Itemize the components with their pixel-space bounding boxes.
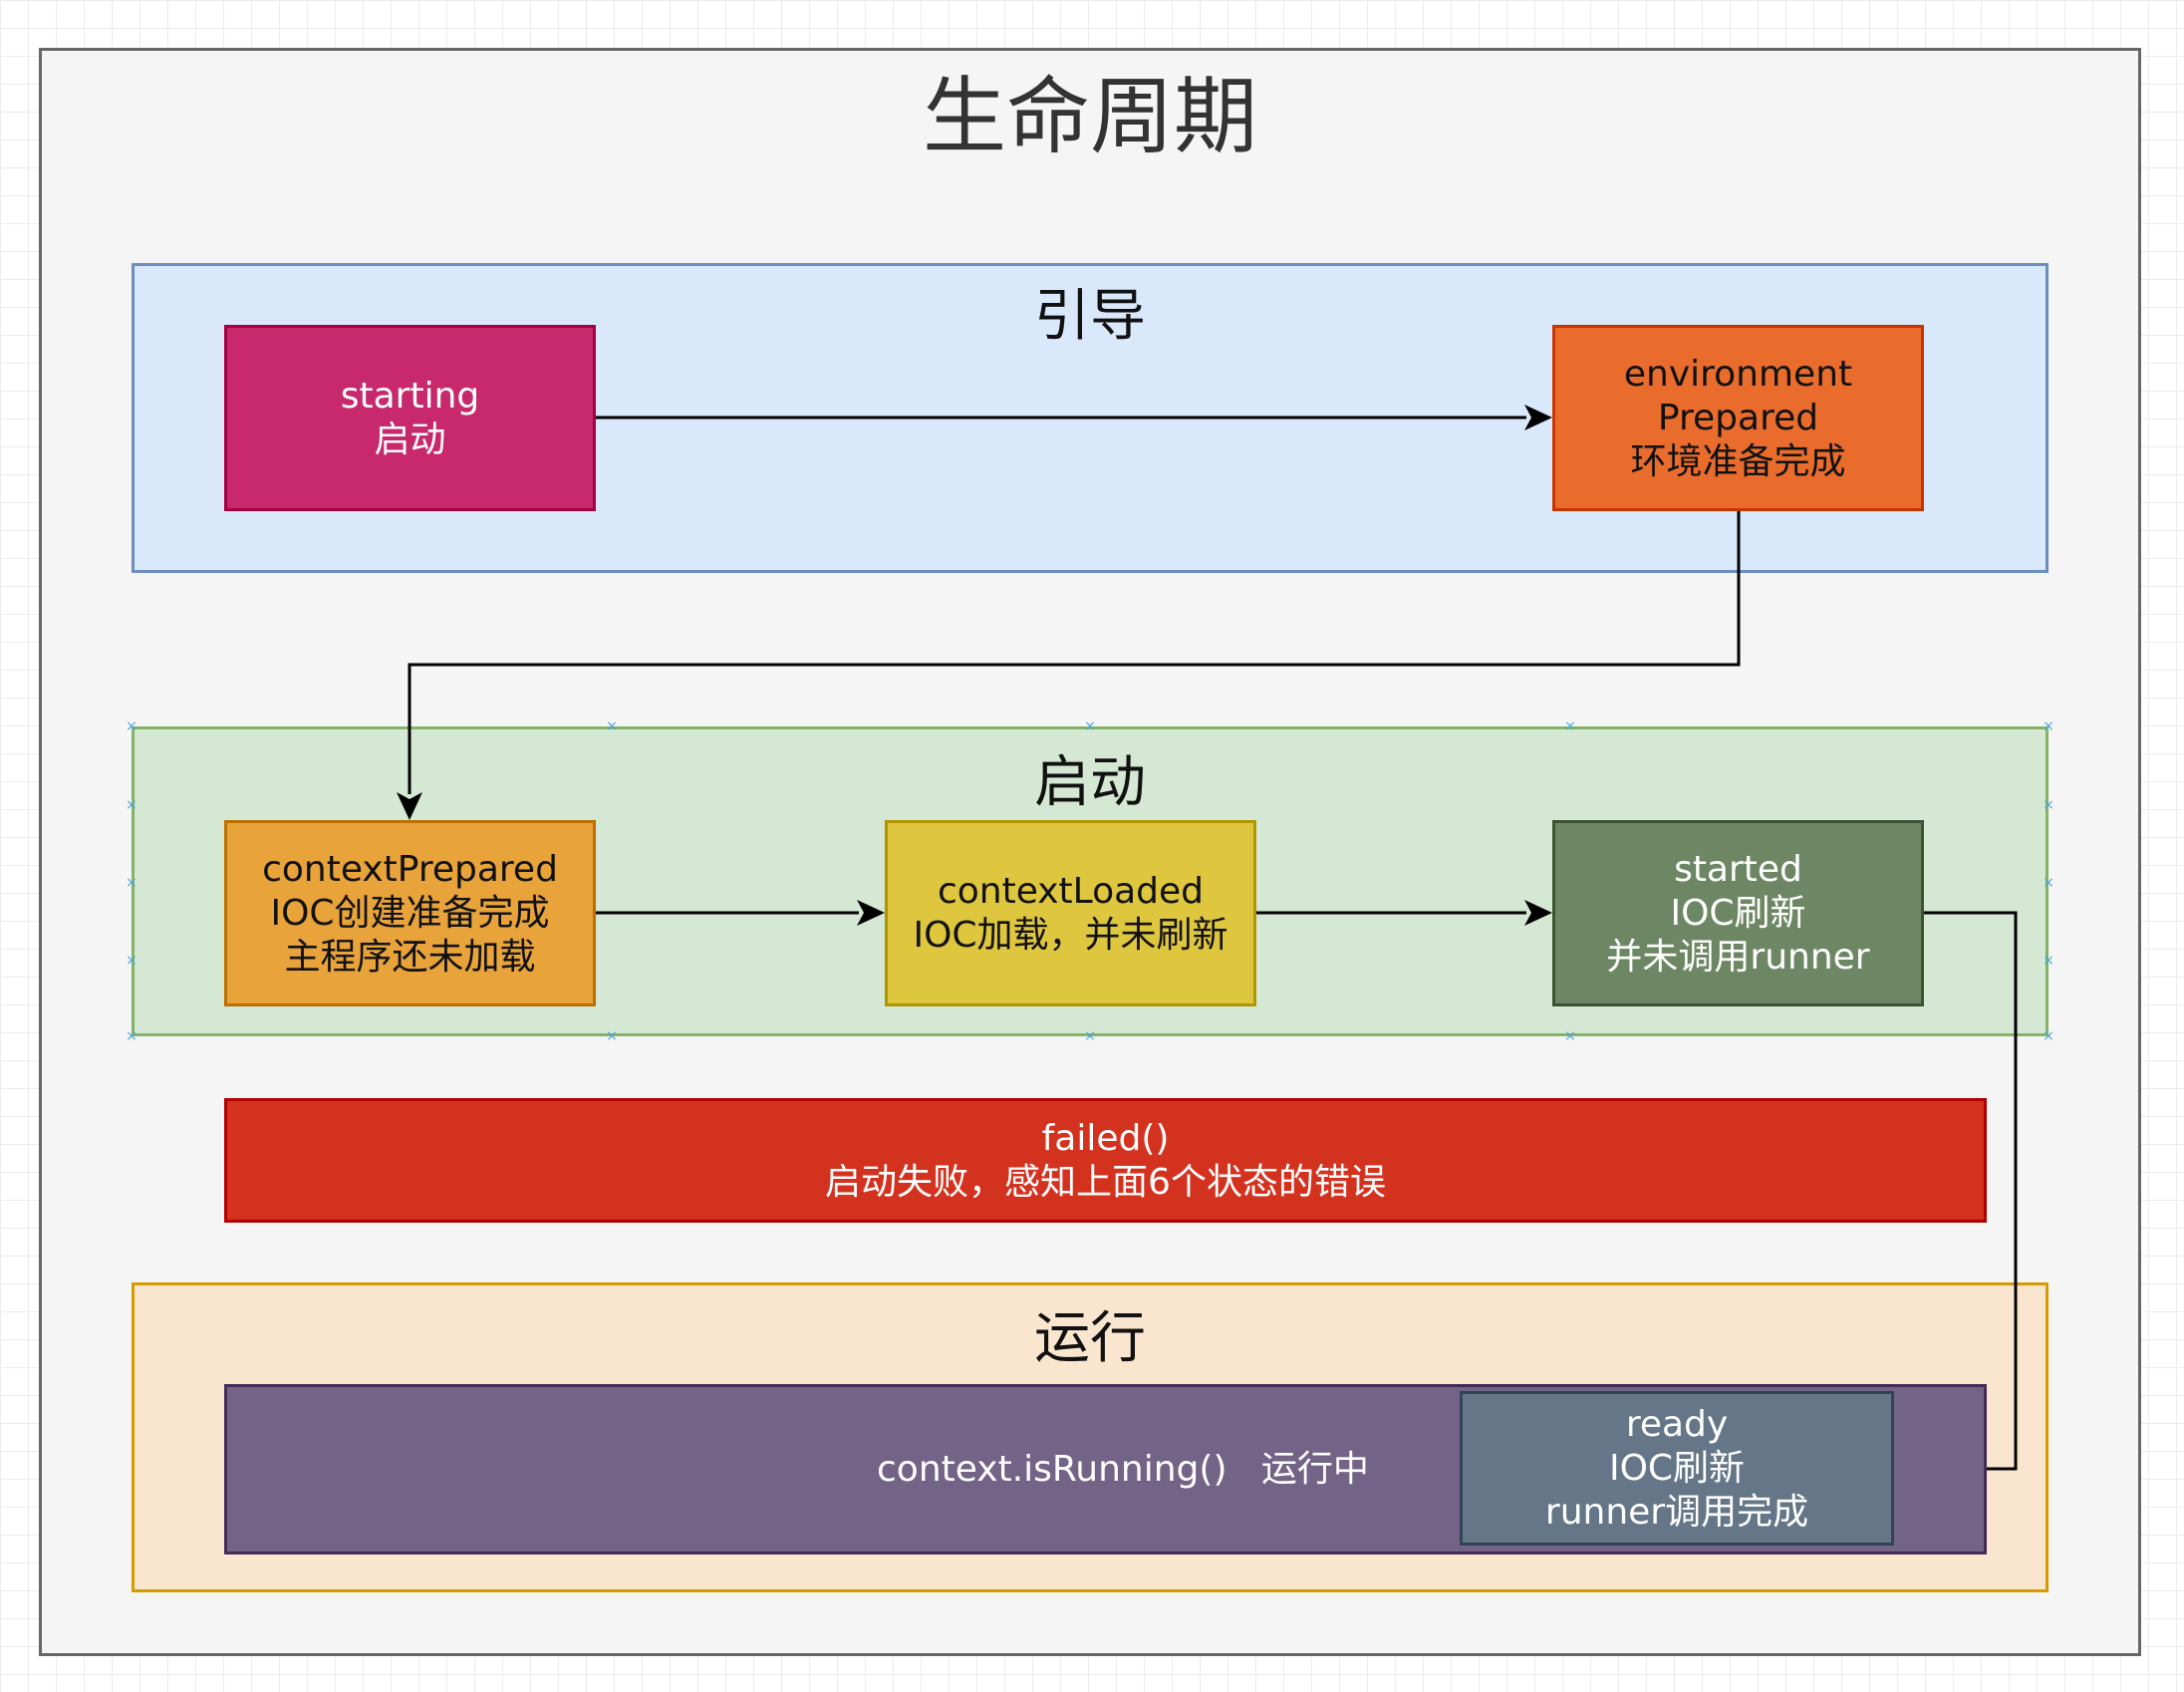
diagram-title: 生命周期 — [922, 68, 1257, 165]
node-starting-line1: starting — [340, 375, 480, 417]
node-contextPrepared-line2: IOC创建准备完成 — [270, 892, 550, 934]
node-environment-line1: environment — [1623, 353, 1853, 395]
node-starting-line2: 启动 — [374, 419, 446, 460]
node-environment-line3: 环境准备完成 — [1630, 440, 1846, 482]
node-started-line1: started — [1674, 848, 1802, 890]
group-guide-label: 引导 — [1034, 284, 1146, 349]
selection-handle-icon[interactable]: × — [126, 953, 137, 969]
node-running-line1: context.isRunning() 运行中 — [877, 1448, 1369, 1490]
node-started-line2: IOC刷新 — [1670, 892, 1806, 934]
node-environment-line2: Prepared — [1657, 397, 1819, 438]
node-context-prepared: contextPrepared IOC创建准备完成 主程序还未加载 — [224, 820, 596, 1006]
group-start-label: 启动 — [1034, 750, 1146, 815]
group-run-label: 运行 — [1034, 1306, 1146, 1371]
selection-handle-icon[interactable]: × — [126, 718, 137, 734]
selection-handle-icon[interactable]: × — [2043, 875, 2054, 891]
node-starting: starting 启动 — [224, 325, 596, 511]
node-ready-line2: IOC刷新 — [1608, 1447, 1746, 1489]
selection-handle-icon[interactable]: × — [126, 797, 137, 813]
node-ready: ready IOC刷新 runner调用完成 — [1460, 1391, 1894, 1546]
node-failed-line2: 启动失败，感知上面6个状态的错误 — [825, 1161, 1386, 1203]
selection-handle-icon[interactable]: × — [2043, 797, 2054, 813]
selection-handle-icon[interactable]: × — [1084, 718, 1096, 734]
selection-handle-icon[interactable]: × — [126, 1028, 137, 1044]
selection-handle-icon[interactable]: × — [606, 718, 618, 734]
selection-handle-icon[interactable]: × — [126, 875, 137, 891]
node-context-loaded: contextLoaded IOC加载，并未刷新 — [885, 820, 1256, 1006]
node-environment-prepared: environment Prepared 环境准备完成 — [1552, 325, 1924, 511]
selection-handle-icon[interactable]: × — [1564, 718, 1576, 734]
selection-handle-icon[interactable]: × — [1564, 1028, 1576, 1044]
selection-handle-icon[interactable]: × — [2043, 953, 2054, 969]
node-contextPrepared-line3: 主程序还未加载 — [284, 936, 536, 978]
node-started: started IOC刷新 并未调用runner — [1552, 820, 1924, 1006]
selection-handle-icon[interactable]: × — [1084, 1028, 1096, 1044]
node-contextLoaded-line1: contextLoaded — [937, 870, 1205, 912]
selection-handle-icon[interactable]: × — [606, 1028, 618, 1044]
node-ready-line1: ready — [1625, 1403, 1729, 1445]
selection-handle-icon[interactable]: × — [2043, 1028, 2054, 1044]
node-contextLoaded-line2: IOC加载，并未刷新 — [913, 914, 1228, 956]
selection-handle-icon[interactable]: × — [2043, 718, 2054, 734]
node-ready-line3: runner调用完成 — [1544, 1491, 1809, 1533]
node-started-line3: 并未调用runner — [1606, 936, 1870, 978]
node-contextPrepared-line1: contextPrepared — [262, 848, 558, 890]
node-failed: failed() 启动失败，感知上面6个状态的错误 — [224, 1098, 1987, 1223]
node-failed-line1: failed() — [1041, 1117, 1170, 1159]
